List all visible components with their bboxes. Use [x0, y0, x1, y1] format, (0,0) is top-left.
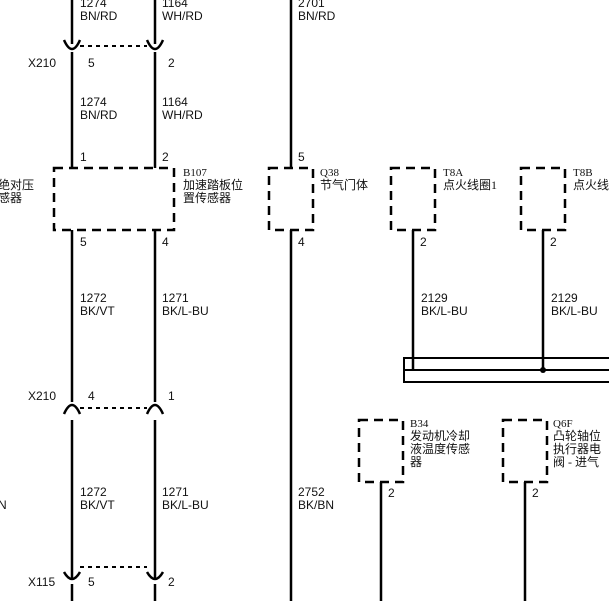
component-name: 节气门体 — [320, 177, 368, 192]
wire-label-color: BK/L-BU — [421, 304, 468, 318]
wire-label-color: BN/RD — [80, 108, 118, 122]
component-name: 凸轮轴位 — [553, 428, 601, 443]
wire-label-color: BK/L-BU — [162, 498, 209, 512]
connector-x115 — [62, 566, 165, 581]
component-name: 点火线圈1 — [443, 178, 497, 192]
wire-label-num: 2129 — [551, 291, 578, 305]
component-q38-box — [267, 166, 315, 232]
wire-label-num: 1274 — [80, 0, 107, 10]
component-pin: 5 — [298, 150, 305, 164]
component-pin: 4 — [298, 235, 305, 249]
component-pin: 4 — [162, 235, 169, 249]
connector-x210-bottom — [62, 403, 165, 415]
component-id: T8A — [443, 167, 463, 179]
wire-label-num: 1164 — [162, 95, 188, 109]
wire-label-color: BN/RD — [298, 9, 336, 23]
component-name: 阀 - 进气 — [553, 454, 599, 469]
wire-label-num: 1271 — [162, 291, 189, 305]
component-id: B107 — [183, 167, 207, 179]
component-name: 置传感器 — [183, 190, 231, 205]
component-t8b-box — [519, 166, 567, 232]
component-name: 液温度传感 — [410, 441, 470, 456]
component-id: T8B — [573, 167, 593, 179]
component-pin: 1 — [80, 150, 87, 164]
wire-label-color: BK/BN — [298, 498, 334, 512]
connector-id: X115 — [28, 575, 55, 589]
component-pin: 2 — [388, 486, 395, 500]
connector-pin: 1 — [168, 389, 175, 403]
wire-label-color: BK/VT — [80, 304, 115, 318]
wire-label-num: 1271 — [162, 485, 189, 499]
wire-label-num: 2701 — [298, 0, 325, 10]
component-pin: 5 — [80, 235, 87, 249]
component-t8a-box — [389, 166, 437, 232]
component-id: B34 — [410, 418, 429, 430]
connector-pin: 2 — [168, 56, 175, 70]
splice-node — [540, 367, 546, 373]
wire-label-num: 1272 — [80, 291, 107, 305]
wire-label-num: 2752 — [298, 485, 325, 499]
component-pin: 2 — [532, 486, 539, 500]
component-name: 点火线 — [573, 178, 609, 192]
component-id: Q38 — [320, 167, 339, 179]
component-name: 加速踏板位 — [183, 177, 243, 192]
connector-pin: 5 — [88, 56, 95, 70]
component-name: 发动机冷却 — [410, 428, 470, 443]
component-name: 感器 — [0, 190, 22, 205]
connector-id: X210 — [28, 56, 56, 70]
connector-pin: 5 — [88, 575, 95, 589]
wire-label-num: 1274 — [80, 95, 107, 109]
component-pin: 2 — [162, 150, 169, 164]
wire-label-num: 1164 — [162, 0, 188, 10]
component-q6f-box — [501, 418, 549, 484]
component-name: 执行器电 — [553, 442, 601, 456]
connector-id: X210 — [28, 389, 56, 403]
wire-label-color: WH/RD — [162, 9, 203, 23]
wire-label-num: 2129 — [421, 291, 448, 305]
wire-label-cut: N — [0, 498, 7, 512]
component-pin: 2 — [420, 235, 427, 249]
connector-pin: 2 — [168, 575, 175, 589]
wire-label-num: 1272 — [80, 485, 107, 499]
wire-label-color: BK/L-BU — [162, 304, 209, 318]
wire-label-color: BK/L-BU — [551, 304, 598, 318]
connector-x210-top — [62, 39, 165, 51]
component-b107-box — [52, 166, 176, 232]
component-b34-box — [357, 418, 405, 484]
wire-label-color: BN/RD — [80, 9, 118, 23]
component-id: Q6F — [553, 418, 573, 430]
wire-label-color: WH/RD — [162, 108, 203, 122]
component-name: 器 — [410, 455, 422, 469]
wire-label-color: BK/VT — [80, 498, 115, 512]
connector-pin: 4 — [88, 389, 95, 403]
component-name: 绝对压 — [0, 177, 34, 192]
component-pin: 2 — [550, 235, 557, 249]
